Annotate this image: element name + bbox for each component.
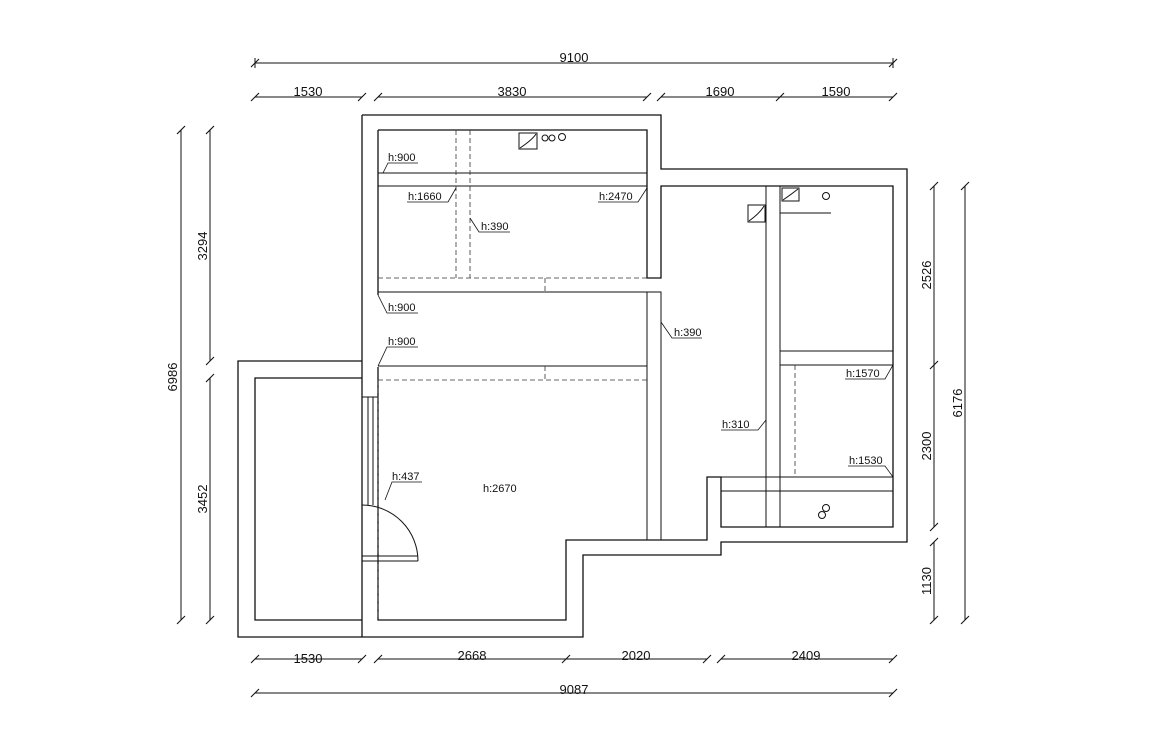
outer-walls	[237, 114, 908, 638]
dim-right-2: 2300	[919, 432, 934, 461]
dim-bottom-1: 1530	[294, 651, 323, 666]
dim-right-3: 1130	[919, 567, 934, 595]
inner-wall-outline	[377, 129, 894, 621]
dim-top-3: 1690	[706, 84, 735, 99]
shower-drain-icon	[822, 192, 830, 200]
height-label-h2470: h:2470	[599, 191, 633, 203]
shower-icon	[781, 187, 800, 202]
stove-burner-icon-2	[548, 134, 556, 142]
dim-bottom-3: 2020	[622, 648, 651, 663]
dim-left-total: 6986	[165, 363, 180, 392]
dim-right-1: 2526	[919, 261, 934, 290]
wall-main-corridor	[646, 291, 662, 541]
stove-burner-icon	[541, 134, 549, 142]
height-label-h1660: h:1660	[408, 191, 442, 203]
washbasin-curve	[748, 205, 765, 222]
dimension-labels: 9100 1530 3830 1690 1590 1530 2668 2020 …	[165, 50, 965, 697]
dim-bottom-4: 2409	[792, 648, 821, 663]
shower-curve	[782, 188, 799, 201]
height-labels: h:900 h:1660 h:2470 h:390 h:900 h:900 h:…	[388, 152, 883, 495]
kitchen-sink-icon	[518, 132, 538, 150]
dim-bottom-2: 2668	[458, 648, 487, 663]
door-arc	[361, 504, 419, 562]
dim-left-lower: 3452	[195, 485, 210, 514]
height-label-h390-b: h:390	[674, 327, 702, 339]
outer-wall-outline	[362, 114, 908, 638]
washbasin-icon	[747, 204, 766, 223]
height-label-h1530: h:1530	[849, 455, 883, 467]
height-leaders	[377, 162, 894, 501]
toilet-icon-2	[818, 511, 826, 519]
dim-top-4: 1590	[822, 84, 851, 99]
dim-right-total: 6176	[950, 389, 965, 418]
dim-top-total: 9100	[560, 50, 589, 65]
height-label-h900-a: h:900	[388, 152, 416, 164]
dimension-lines	[176, 58, 970, 698]
balcony-outer	[237, 360, 362, 638]
dim-bottom-total: 9087	[560, 682, 589, 697]
height-label-h437: h:437	[392, 471, 420, 483]
height-label-h310: h:310	[722, 419, 750, 431]
interior-partitions	[362, 130, 893, 620]
toilet-icon	[822, 504, 830, 512]
height-label-h1570: h:1570	[846, 368, 880, 380]
stove-burner-icon-3	[558, 133, 566, 141]
balcony-inner	[254, 377, 362, 621]
height-label-h900-b: h:900	[388, 302, 416, 314]
dim-left-upper: 3294	[195, 232, 210, 261]
dim-top-1: 1530	[294, 84, 323, 99]
dim-top-2: 3830	[498, 84, 527, 99]
fixtures	[518, 132, 830, 519]
door-swing	[361, 504, 419, 562]
height-label-h390-a: h:390	[481, 221, 509, 233]
height-label-h2670: h:2670	[483, 483, 517, 495]
height-label-h900-c: h:900	[388, 336, 416, 348]
kitchen-sink-curve	[519, 133, 537, 149]
